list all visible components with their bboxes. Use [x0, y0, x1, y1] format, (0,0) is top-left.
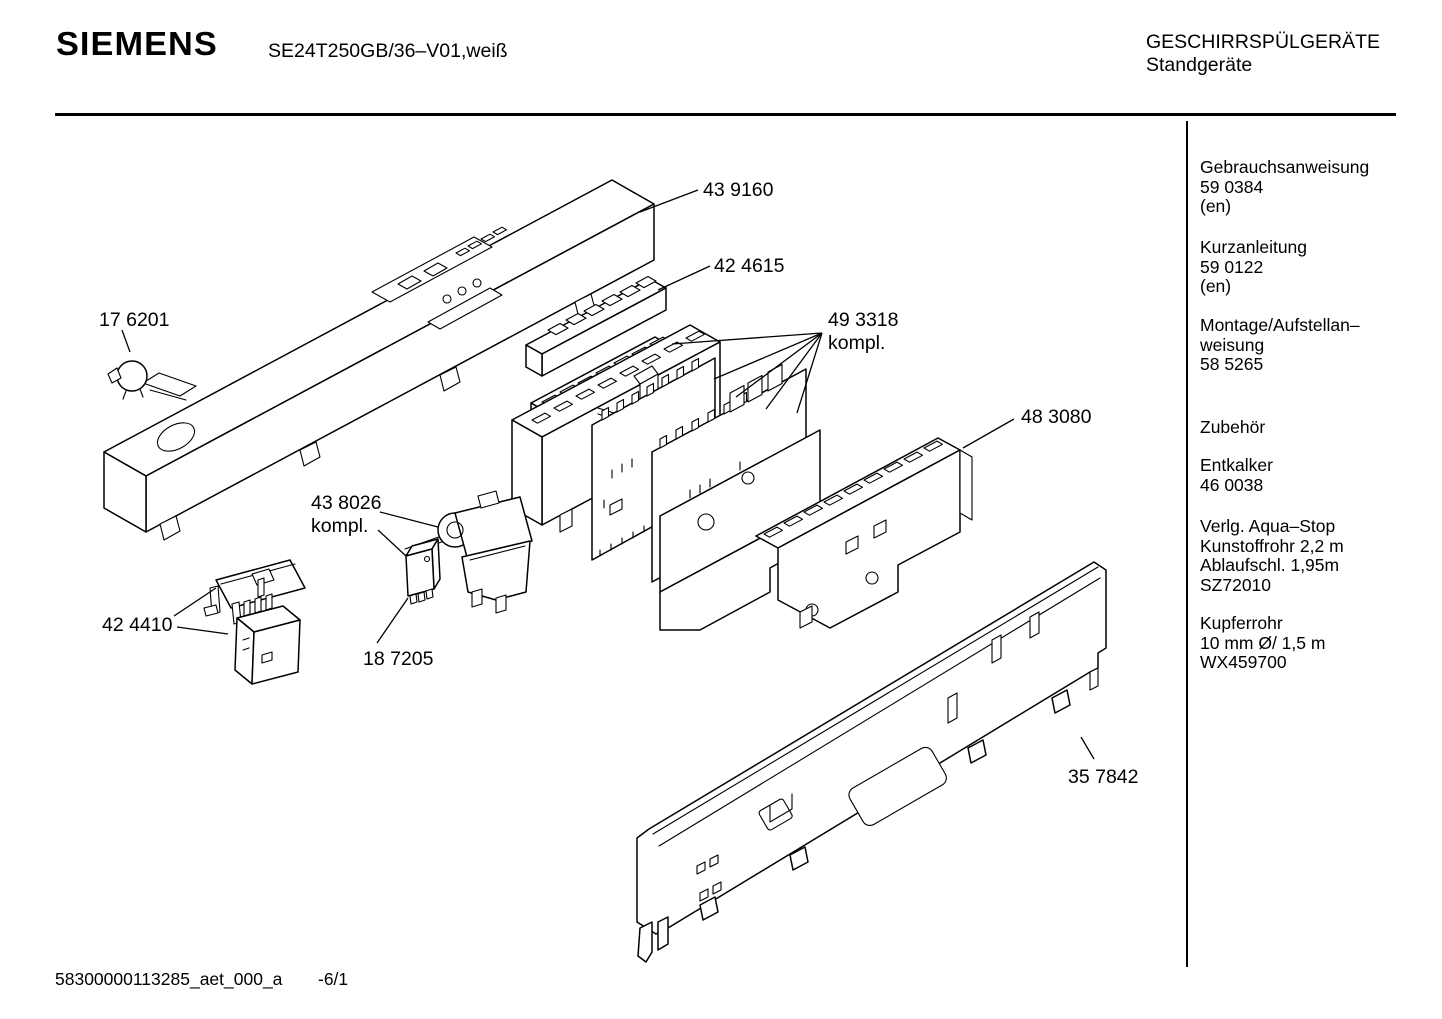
sidebar-line: Montage/Aufstellan– — [1200, 315, 1360, 335]
part-microswitch — [405, 538, 441, 605]
part-door-lock — [404, 490, 533, 614]
sidebar-section-accessories: Zubehör — [1200, 417, 1266, 438]
label-keystrip: 42 4615 — [714, 255, 785, 277]
sidebar-section-aquastop: Verlg. Aqua–Stop Kunstoffrohr 2,2 m Abla… — [1200, 516, 1344, 595]
sidebar-line: 10 mm Ø/ 1,5 m — [1200, 632, 1326, 653]
category-subtitle: Standgeräte — [1146, 54, 1253, 76]
sidebar-line: Zubehör — [1200, 417, 1266, 437]
label-frame: 48 3080 — [1021, 406, 1092, 428]
leader-lines — [121, 189, 1095, 760]
sidebar-line: Kupferrohr — [1200, 613, 1283, 633]
label-switchasm: 42 4410 — [102, 614, 173, 636]
sidebar-line: SZ72010 — [1200, 574, 1272, 595]
sidebar-line: WX459700 — [1200, 652, 1287, 672]
sidebar-line: (en) — [1200, 276, 1232, 296]
model-number: SE24T250GB/36–V01,weiß — [268, 40, 508, 62]
sidebar-section-install: Montage/Aufstellan– weisung 58 5265 — [1200, 315, 1360, 375]
sidebar-line: Kurzanleitung — [1200, 237, 1308, 257]
sidebar-line: 59 0384 — [1200, 176, 1264, 197]
label-lock-kompl: kompl. — [311, 515, 368, 537]
part-key-strip — [525, 275, 667, 377]
label-clip: 17 6201 — [99, 309, 170, 331]
sidebar-section-copperpipe: Kupferrohr 10 mm Ø/ 1,5 m WX459700 — [1200, 613, 1326, 673]
category-block: GESCHIRRSPÜLGERÄTE Standgeräte — [1146, 31, 1380, 77]
label-lock: 43 8026 — [311, 492, 382, 514]
page-number: -6/1 — [318, 969, 349, 989]
label-module: 49 3318 — [828, 309, 899, 331]
label-fascia: 43 9160 — [703, 179, 774, 201]
sidebar-section-descaler: Entkalker 46 0038 — [1200, 455, 1273, 495]
label-mountpanel: 35 7842 — [1068, 766, 1139, 788]
part-mounting-panel — [636, 561, 1107, 963]
sidebar-line: 59 0122 — [1200, 256, 1264, 277]
sidebar-line: Ablaufschl. 1,95m — [1200, 555, 1340, 575]
sidebar-line: 58 5265 — [1200, 354, 1264, 374]
sidebar-line: (en) — [1200, 196, 1232, 216]
sidebar-line: Entkalker — [1200, 455, 1273, 475]
sidebar-line: Gebrauchsanweisung — [1200, 157, 1370, 177]
document-id: 58300000113285_aet_000_a — [55, 969, 283, 989]
part-clip — [107, 360, 197, 401]
sidebar-line: 46 0038 — [1200, 474, 1264, 495]
category-title: GESCHIRRSPÜLGERÄTE — [1146, 31, 1381, 53]
sidebar-divider — [1186, 121, 1188, 967]
header-rule — [55, 113, 1396, 116]
siemens-logo: SIEMENS — [56, 25, 218, 62]
sidebar-line: weisung — [1200, 334, 1265, 355]
part-switch-assembly — [203, 559, 306, 685]
sidebar-section-manual: Gebrauchsanweisung 59 0384 (en) — [1200, 157, 1370, 217]
part-labels: 43 9160 42 4615 17 6201 49 3318 kompl. 4… — [99, 179, 1139, 788]
sidebar-line: Kunstoffrohr 2,2 m — [1200, 535, 1344, 556]
label-microswitch: 18 7205 — [363, 648, 434, 670]
part-carrier-frame — [755, 437, 973, 629]
label-module-kompl: kompl. — [828, 332, 885, 354]
sidebar-line: Verlg. Aqua–Stop — [1200, 516, 1336, 536]
sidebar-section-quickguide: Kurzanleitung 59 0122 (en) — [1200, 237, 1308, 297]
part-fascia-panel — [103, 179, 655, 541]
